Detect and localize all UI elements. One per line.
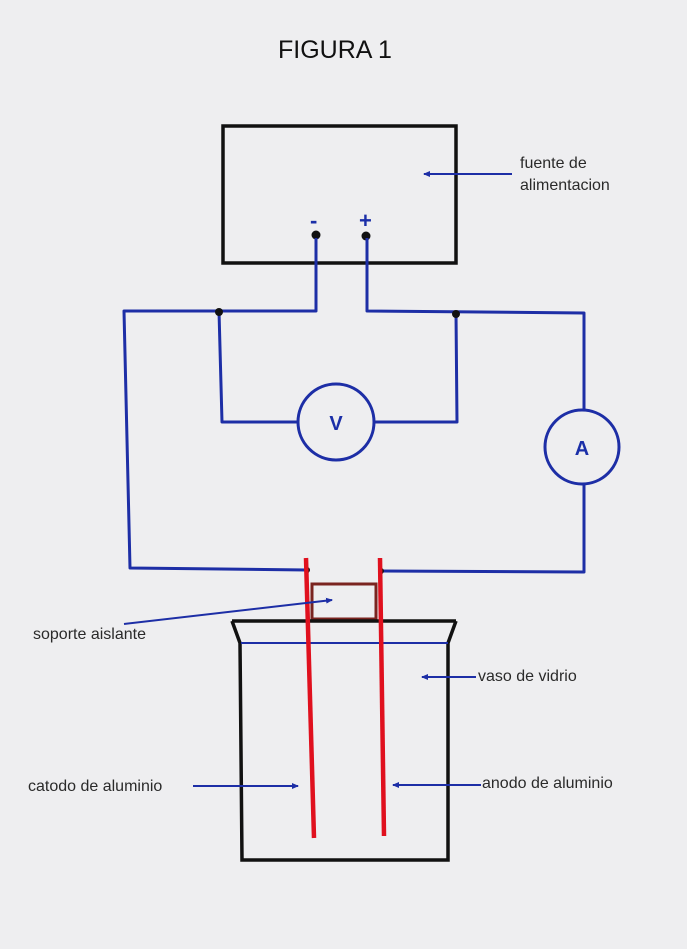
wire-voltmeter-left [217, 310, 298, 424]
power-supply: - + [221, 124, 458, 265]
glass-vessel [230, 619, 458, 862]
wire-voltmeter-right [374, 312, 459, 424]
wire-ammeter-to-anode [380, 484, 586, 574]
anode-electrode [377, 557, 387, 837]
junction-right [452, 310, 460, 318]
ammeter: A [543, 408, 621, 486]
voltmeter: V [296, 382, 376, 462]
positive-terminal: + [359, 208, 372, 241]
voltmeter-circle [296, 382, 376, 462]
negative-terminal-symbol: - [310, 208, 317, 233]
power-supply-label-line2: alimentacion [520, 177, 610, 194]
negative-terminal: - [310, 208, 321, 240]
support-label: soporte aislante [33, 626, 146, 643]
wire-positive-to-ammeter [365, 238, 586, 410]
figure-title: FIGURA 1 [278, 36, 392, 64]
vessel-label: vaso de vidrio [478, 668, 577, 685]
ammeter-symbol: A [575, 438, 589, 460]
power-supply-box [221, 124, 458, 265]
anode-label: anodo de aluminio [482, 775, 613, 792]
wire-negative-to-cathode [122, 238, 318, 572]
wiring [122, 238, 586, 574]
support-pointer [123, 597, 333, 625]
ammeter-circle [543, 408, 621, 486]
negative-terminal-dot [311, 230, 321, 240]
cathode-label: catodo de aluminio [28, 778, 162, 795]
voltmeter-symbol: V [329, 413, 343, 435]
power-supply-label-line1: fuente de [520, 155, 587, 172]
positive-terminal-symbol: + [359, 208, 372, 233]
vessel-body [230, 620, 458, 862]
junction-left [215, 308, 223, 316]
cathode-electrode [303, 557, 317, 839]
